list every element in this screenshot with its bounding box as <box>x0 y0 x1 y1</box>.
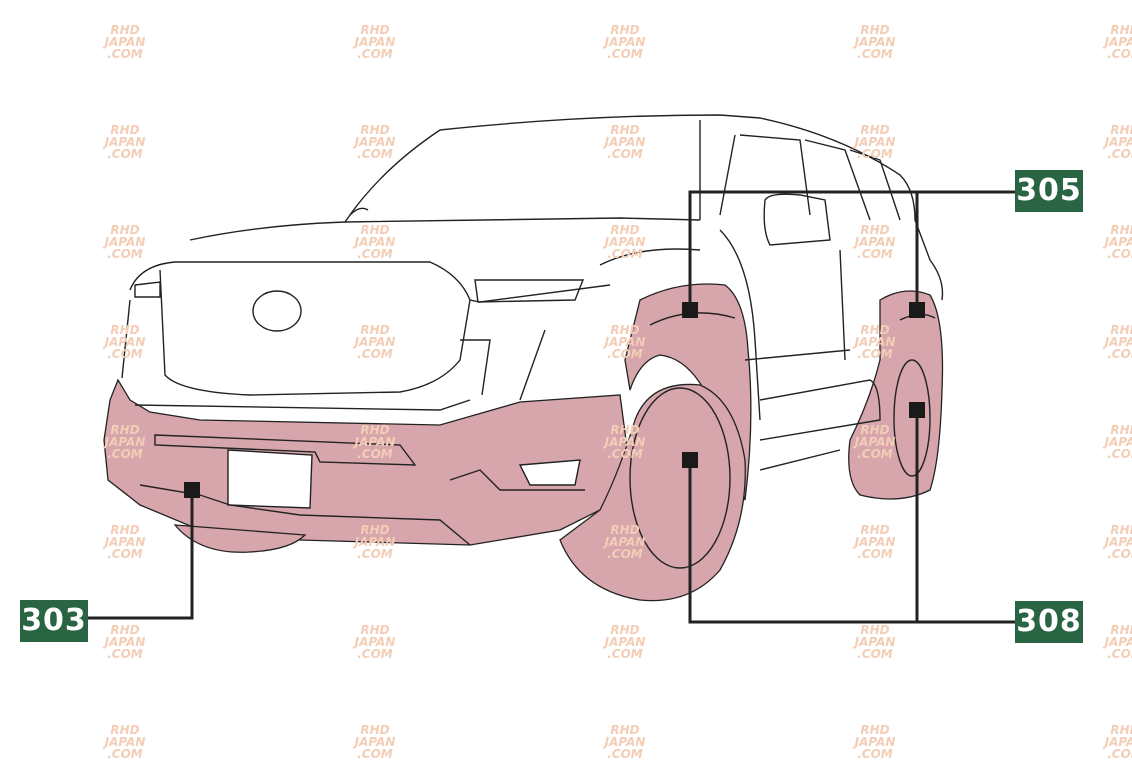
marker-305-rear <box>909 302 925 318</box>
part-label-305: 305 <box>1015 170 1083 212</box>
callout-line-305 <box>688 190 1015 310</box>
marker-308-rear <box>909 402 925 418</box>
marker-308-front <box>682 452 698 468</box>
highlighted-parts <box>103 283 944 602</box>
callout-line-303 <box>88 490 194 620</box>
marker-305-front <box>682 302 698 318</box>
marker-303 <box>184 482 200 498</box>
front-wheel <box>559 383 746 602</box>
callout-line-308 <box>688 410 1015 624</box>
watermark-text: .COM <box>107 747 143 761</box>
callout-markers <box>184 302 925 498</box>
watermark-text: .COM <box>1107 747 1132 761</box>
watermark-text: .COM <box>357 747 393 761</box>
watermark-text: .COM <box>857 747 893 761</box>
part-label-308: 308 <box>1015 601 1083 643</box>
part-label-303: 303 <box>20 600 88 642</box>
watermark-text: .COM <box>607 747 643 761</box>
callout-lines <box>88 190 1015 624</box>
front-fender-arch <box>624 283 752 501</box>
